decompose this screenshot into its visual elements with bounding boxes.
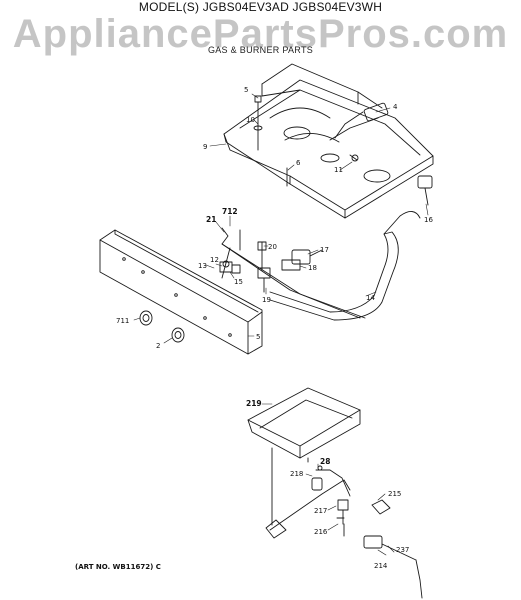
callout-11: 11 bbox=[334, 166, 343, 174]
callout-5: 5 bbox=[244, 86, 248, 94]
leader-lines bbox=[133, 93, 429, 556]
callout-2: 2 bbox=[156, 342, 160, 350]
callout-9: 9 bbox=[203, 143, 207, 151]
manifold-assembly bbox=[99, 227, 366, 355]
callout-237: 237 bbox=[396, 546, 409, 554]
broiler-burner-assembly bbox=[247, 387, 423, 599]
knob-parts bbox=[139, 310, 185, 343]
callout-218: 218 bbox=[290, 470, 303, 478]
callout-20: 20 bbox=[268, 243, 277, 251]
callout-219: 219 bbox=[246, 399, 262, 408]
callout-28: 28 bbox=[320, 457, 330, 466]
callout-15: 15 bbox=[234, 278, 243, 286]
callout-6: 6 bbox=[296, 159, 301, 167]
callout-711: 711 bbox=[116, 317, 129, 325]
callout-13: 13 bbox=[198, 262, 207, 270]
callout-21: 21 bbox=[206, 215, 216, 224]
watermark-logo: AppliancePartsPros.com bbox=[12, 12, 509, 56]
burner-box-tray bbox=[223, 63, 434, 219]
callout-14: 14 bbox=[366, 294, 375, 302]
callout-10: 10 bbox=[246, 116, 255, 124]
callout-217: 217 bbox=[314, 507, 327, 515]
diagram-subtitle: GAS & BURNER PARTS bbox=[207, 45, 314, 55]
callout-214: 214 bbox=[374, 562, 388, 570]
callout-17: 17 bbox=[320, 246, 329, 254]
art-number: (ART NO. WB11672) C bbox=[75, 563, 161, 571]
callout-16: 16 bbox=[424, 216, 433, 224]
callout-215: 215 bbox=[388, 490, 401, 498]
gas-line-tube bbox=[269, 211, 421, 321]
callout-19: 19 bbox=[262, 296, 271, 304]
callout-12: 12 bbox=[210, 256, 219, 264]
callout-5-lower: 5 bbox=[256, 333, 260, 341]
callout-712: 712 bbox=[222, 207, 238, 216]
callout-216: 216 bbox=[314, 528, 328, 536]
callout-4: 4 bbox=[393, 103, 398, 111]
callout-18: 18 bbox=[308, 264, 317, 272]
callout-labels: 5 4 10 9 6 11 16 712 21 20 17 12 13 15 1… bbox=[116, 86, 433, 570]
diagram-title: MODEL(S) JGBS04EV3AD JGBS04EV3WH bbox=[138, 0, 383, 14]
